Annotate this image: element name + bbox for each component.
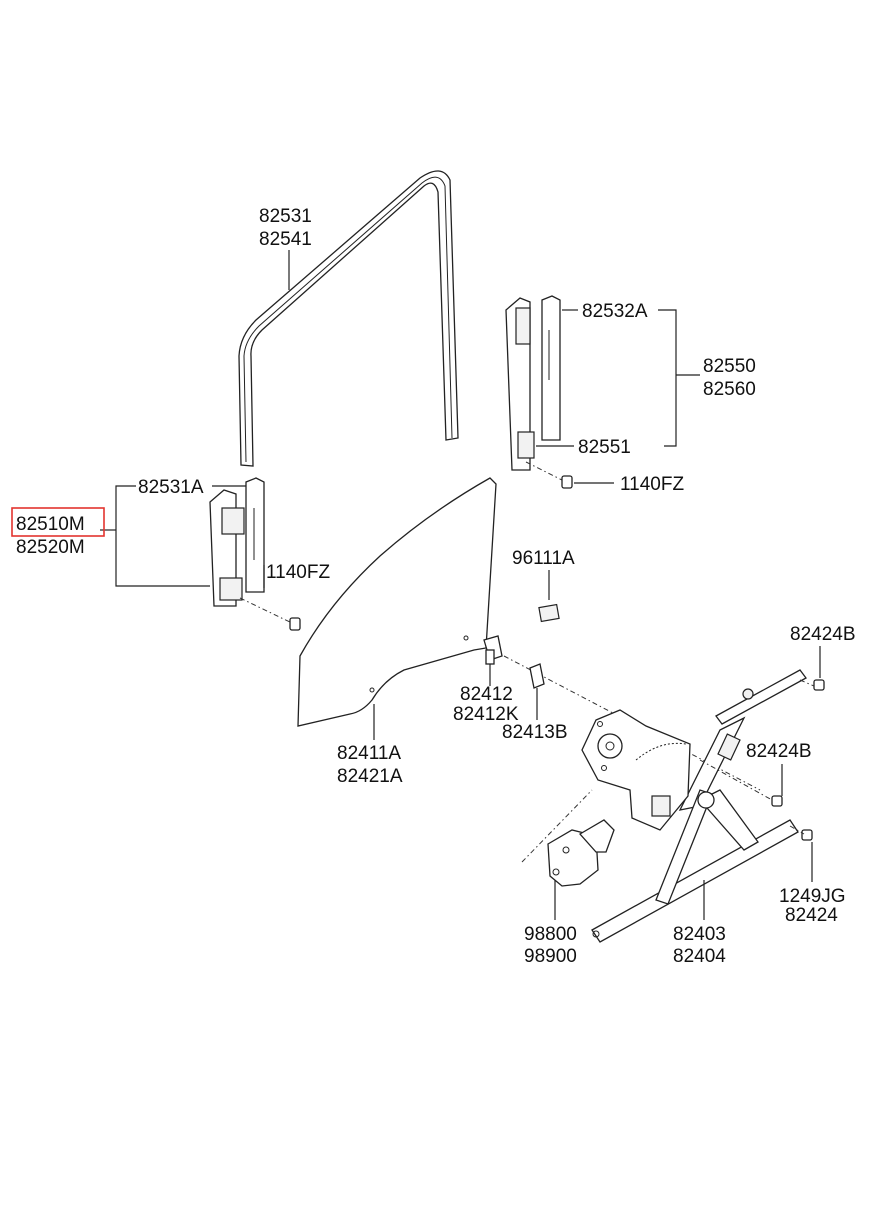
part-number-82560[interactable]: 82560 [703,379,756,400]
part-number-82403[interactable]: 82403 [673,924,726,945]
dash-1140FZ-right [525,461,567,483]
regulator-motor [547,819,615,887]
glass-run-channel [238,170,459,467]
part-number-82532A[interactable]: 82532A [582,301,648,322]
part-number-82510M[interactable]: 82510M [16,514,85,535]
bolt-1249JG [801,829,813,841]
front-channel-assembly [209,477,265,607]
part-number-82421A[interactable]: 82421A [337,766,403,787]
part-number-96111A[interactable]: 96111A [512,548,575,569]
part-number-98900[interactable]: 98900 [524,946,577,967]
part-number-98800[interactable]: 98800 [524,924,577,945]
part-number-1140FZ-left[interactable]: 1140FZ [266,562,330,583]
clip-82412 [483,635,503,665]
part-number-82551[interactable]: 82551 [578,437,631,458]
part-number-82541[interactable]: 82541 [259,229,312,250]
part-number-82550[interactable]: 82550 [703,356,756,377]
bracket-82510M [115,485,210,587]
bolt-82424B-mid [771,795,783,807]
door-glass [297,477,497,727]
part-number-1249JG[interactable]: 1249JG [779,886,846,907]
part-number-82404[interactable]: 82404 [673,946,726,967]
dash-82424B-top [799,679,815,687]
part-number-82424B-top[interactable]: 82424B [790,624,856,645]
part-number-82531A[interactable]: 82531A [138,477,204,498]
part-number-82411A[interactable]: 82411A [337,743,401,764]
label-sticker-96111A [538,603,560,623]
part-number-82424[interactable]: 82424 [785,905,838,926]
bolt-1140FZ-right [561,475,573,489]
part-number-82424B-mid[interactable]: 82424B [746,741,812,762]
part-number-82520M[interactable]: 82520M [16,537,85,558]
part-number-1140FZ-right[interactable]: 1140FZ [620,474,684,495]
dash-1140FZ-left [239,597,295,625]
rear-channel-assembly [505,295,561,471]
part-number-82412K[interactable]: 82412K [453,704,519,725]
part-number-82413B[interactable]: 82413B [502,722,568,743]
dash-98800 [521,789,593,863]
bolt-82424B-top [813,679,825,691]
dash-1249JG [789,825,805,835]
bolt-1140FZ-left [289,617,301,631]
window-regulator [581,669,807,943]
bracket-82550 [658,309,677,447]
selected-part-highlight [11,507,105,537]
clip-82413B [529,663,545,689]
part-number-82412[interactable]: 82412 [460,684,513,705]
part-number-82531[interactable]: 82531 [259,206,312,227]
dash-82424B-mid [699,759,773,801]
